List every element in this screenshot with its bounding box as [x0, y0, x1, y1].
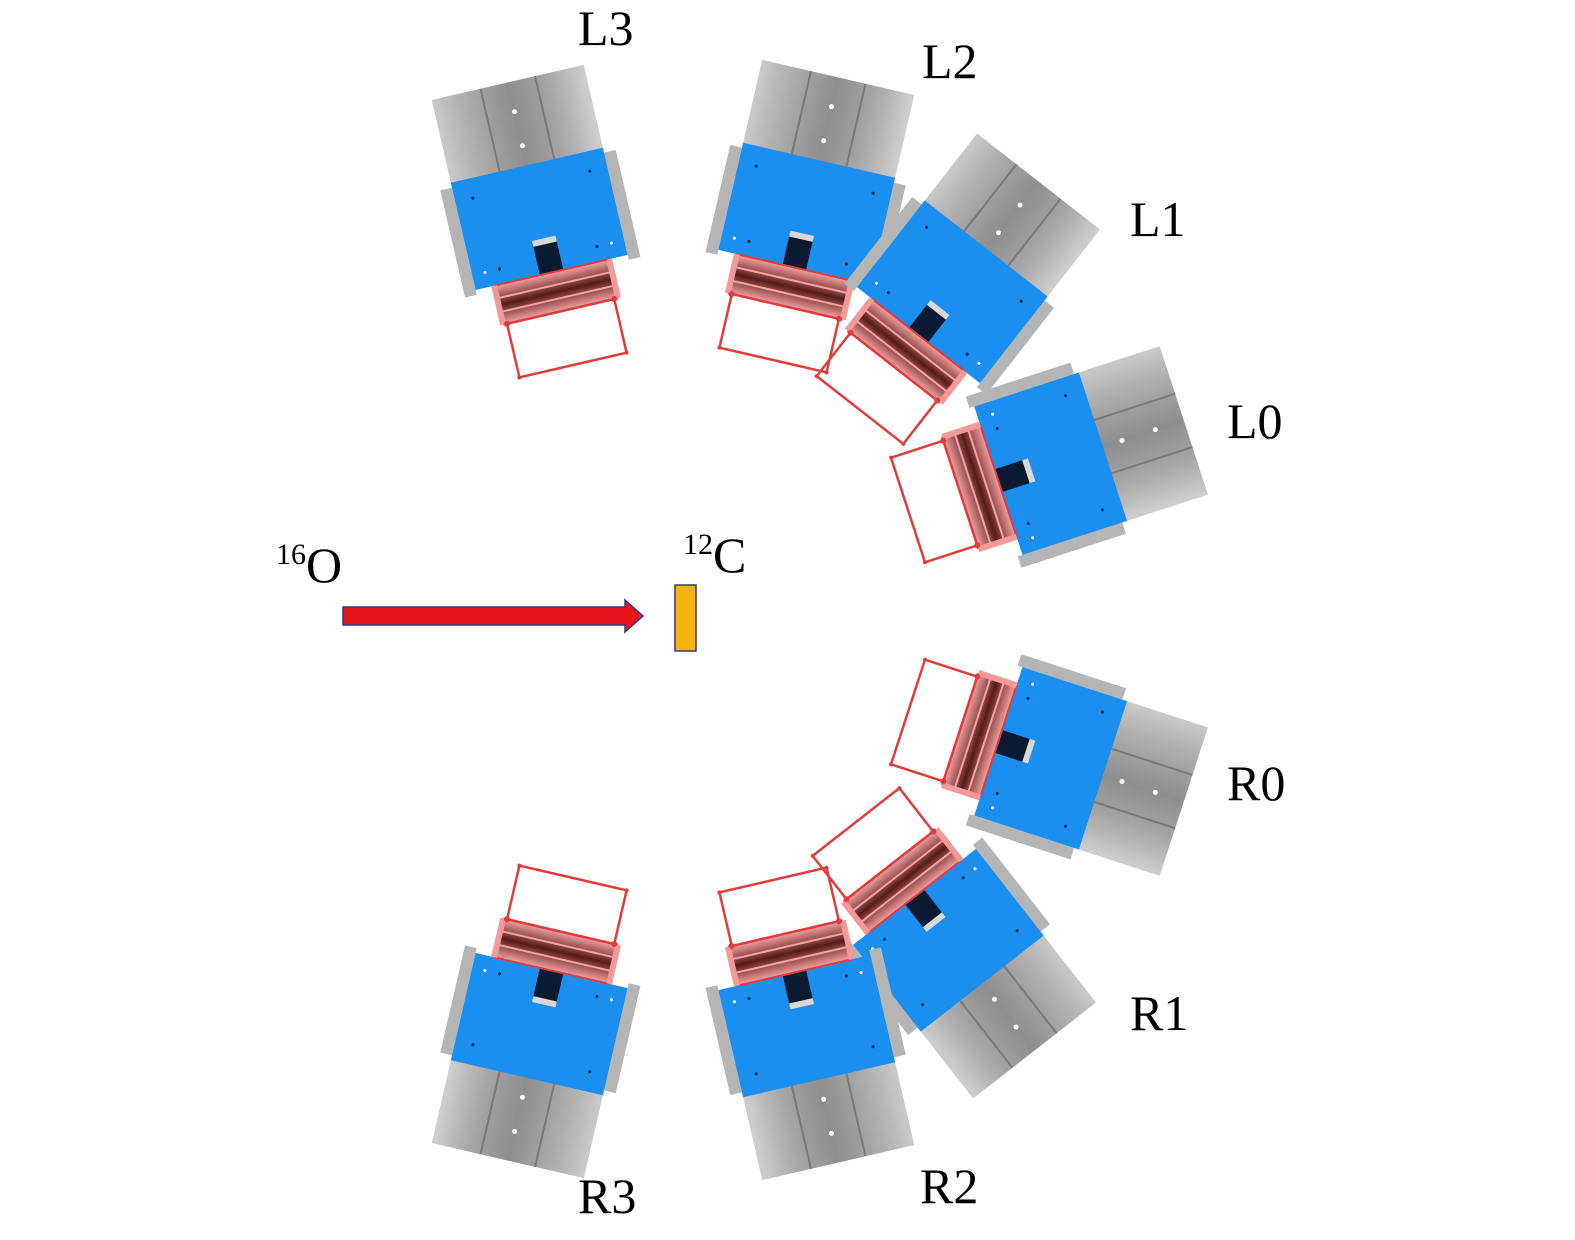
target-label: 12C — [683, 527, 746, 583]
label-r0: R0 — [1227, 755, 1285, 811]
label-l2: L2 — [922, 33, 978, 89]
label-l3: L3 — [578, 0, 634, 56]
label-l0: L0 — [1227, 393, 1283, 449]
label-r2: R2 — [920, 1158, 978, 1214]
label-r3: R3 — [578, 1168, 636, 1224]
detector-l3 — [418, 60, 663, 389]
target-element: C — [713, 527, 746, 583]
label-l1: L1 — [1130, 191, 1186, 247]
detector-r3 — [418, 854, 663, 1183]
beam-arrow — [342, 598, 645, 634]
beam-mass-number: 16 — [276, 538, 306, 571]
target-foil — [674, 584, 697, 652]
beam-element: O — [306, 537, 342, 593]
label-r1: R1 — [1130, 985, 1188, 1041]
beam-label: 16O — [276, 537, 342, 593]
target-mass-number: 12 — [683, 528, 713, 561]
